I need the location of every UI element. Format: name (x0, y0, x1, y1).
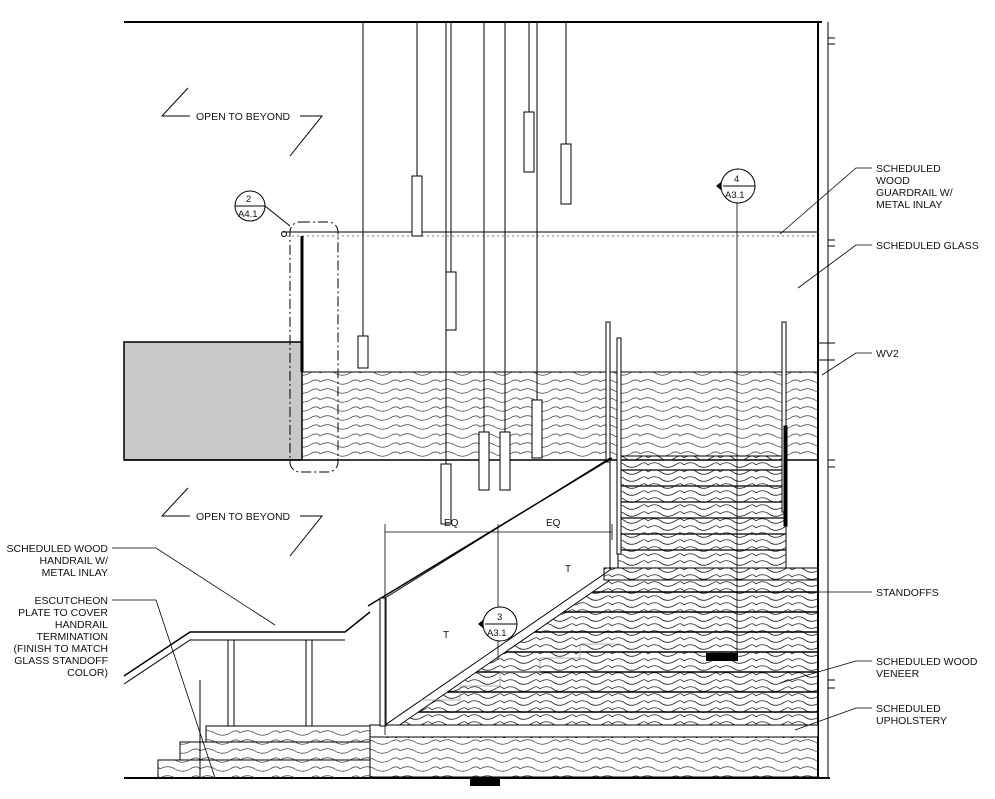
dim-t-right: T (565, 564, 571, 575)
dim-eq-right: EQ (546, 518, 561, 529)
guardrail-label: SCHEDULED WOOD GUARDRAIL W/ METAL INLAY (876, 163, 953, 211)
guardrail-label-3: GUARDRAIL W/ (876, 187, 953, 199)
detail-callout-2: 2 A4.1 (234, 190, 291, 227)
open-to-beyond-leaders-top (160, 87, 324, 157)
guardrail-label-2: WOOD (876, 175, 910, 187)
standoffs-label: STANDOFFS (876, 587, 939, 599)
floor-slab-section (123, 341, 303, 461)
wood-veneer-band (301, 371, 819, 461)
dim-t-left: T (443, 630, 449, 641)
upholstery-label-1: SCHEDULED (876, 703, 941, 715)
stair-post (379, 597, 387, 727)
callout-2-sheet: A4.1 (238, 209, 258, 220)
escutcheon-label-3: HANDRAIL (55, 619, 108, 631)
lower-left-stairs (123, 611, 371, 779)
main-stair-treads (385, 580, 818, 738)
callout-2-num: 2 (246, 194, 251, 205)
callout-3-num: 3 (497, 612, 502, 623)
guardrail-end (281, 231, 287, 237)
handrail-label-2: HANDRAIL W/ (40, 555, 109, 567)
wall-ticks (818, 37, 835, 689)
detail-boundary (289, 221, 339, 473)
callout-4-num: 4 (734, 174, 739, 185)
section-callout-4: 4 A3.1 (716, 168, 756, 204)
escutcheon-label-1: ESCUTCHEON (34, 595, 108, 607)
left-leaders (112, 547, 276, 779)
section-callout-3: 3 A3.1 (478, 606, 518, 642)
glass-label: SCHEDULED GLASS (876, 240, 979, 252)
handrail-label-3: METAL INLAY (42, 567, 108, 579)
callout-3-sheet: A3.1 (487, 628, 507, 639)
faint-risers (420, 643, 620, 701)
stair-stringer (384, 579, 611, 736)
veneer-label-1: SCHEDULED WOOD (876, 656, 978, 668)
escutcheon-label-5: (FINISH TO MATCH (14, 643, 109, 655)
escutcheon-label-6: GLASS STANDOFF (14, 655, 108, 667)
pendant-lights (357, 22, 572, 525)
escutcheon-label-7: COLOR) (67, 667, 108, 679)
wv2-label: WV2 (876, 348, 899, 360)
guardrail-label-1: SCHEDULED (876, 163, 941, 175)
section-marker-3 (470, 778, 500, 786)
upholstery-band (369, 724, 819, 738)
handrail-label-1: SCHEDULED WOOD (6, 543, 108, 555)
dim-eq-left: EQ (444, 518, 459, 529)
upholstery-label-2: UPHOLSTERY (876, 715, 947, 727)
guardrail-label-4: METAL INLAY (876, 199, 942, 211)
open-to-beyond-bottom: OPEN TO BEYOND (196, 511, 291, 523)
veneer-label-2: VENEER (876, 668, 920, 680)
base-platform (369, 736, 819, 778)
open-to-beyond-leaders-bottom (160, 487, 324, 557)
escutcheon-label-2: PLATE TO COVER (18, 607, 108, 619)
open-to-beyond-top: OPEN TO BEYOND (196, 111, 291, 123)
callout-4-sheet: A3.1 (725, 190, 745, 201)
right-leaders (612, 167, 872, 731)
escutcheon-label-4: TERMINATION (36, 631, 108, 643)
section-marker-4 (706, 653, 738, 661)
rail-posts (605, 321, 788, 555)
